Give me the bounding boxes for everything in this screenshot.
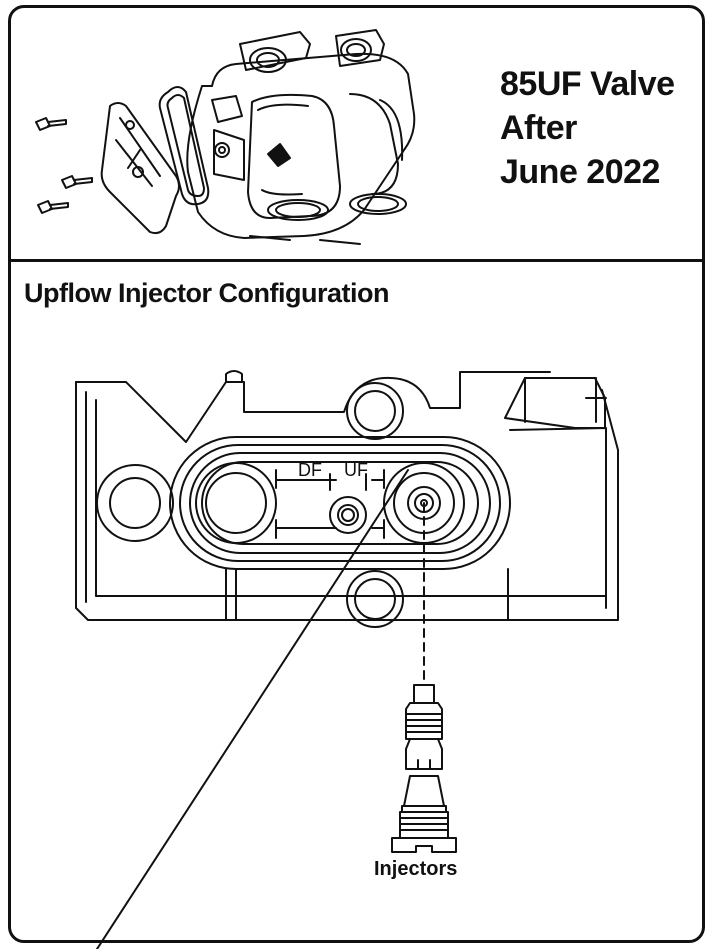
diagram-frame: [8, 5, 705, 943]
injector-upper: [405, 684, 443, 770]
valve-title-line-3: June 2022: [500, 153, 660, 191]
pointer-line: [96, 469, 409, 949]
port-label-df: DF: [298, 460, 322, 480]
bolt-icon: [35, 117, 67, 131]
port-label-uf: UF: [344, 460, 368, 480]
section-title: Upflow Injector Configuration: [24, 278, 389, 308]
valve-face-illustration: [75, 370, 619, 628]
bolt-icon: [61, 175, 93, 189]
injector-lower: [391, 775, 457, 853]
valve-title: 85UF Valve After June 2022: [500, 62, 675, 194]
valve-title-line-1: 85UF Valve: [500, 65, 675, 103]
section-divider: [11, 259, 702, 262]
valve-title-line-2: After: [500, 109, 577, 147]
exploded-valve-illustration: [35, 29, 416, 245]
bolt-icon: [37, 200, 69, 214]
injectors-label: Injectors: [374, 858, 458, 880]
